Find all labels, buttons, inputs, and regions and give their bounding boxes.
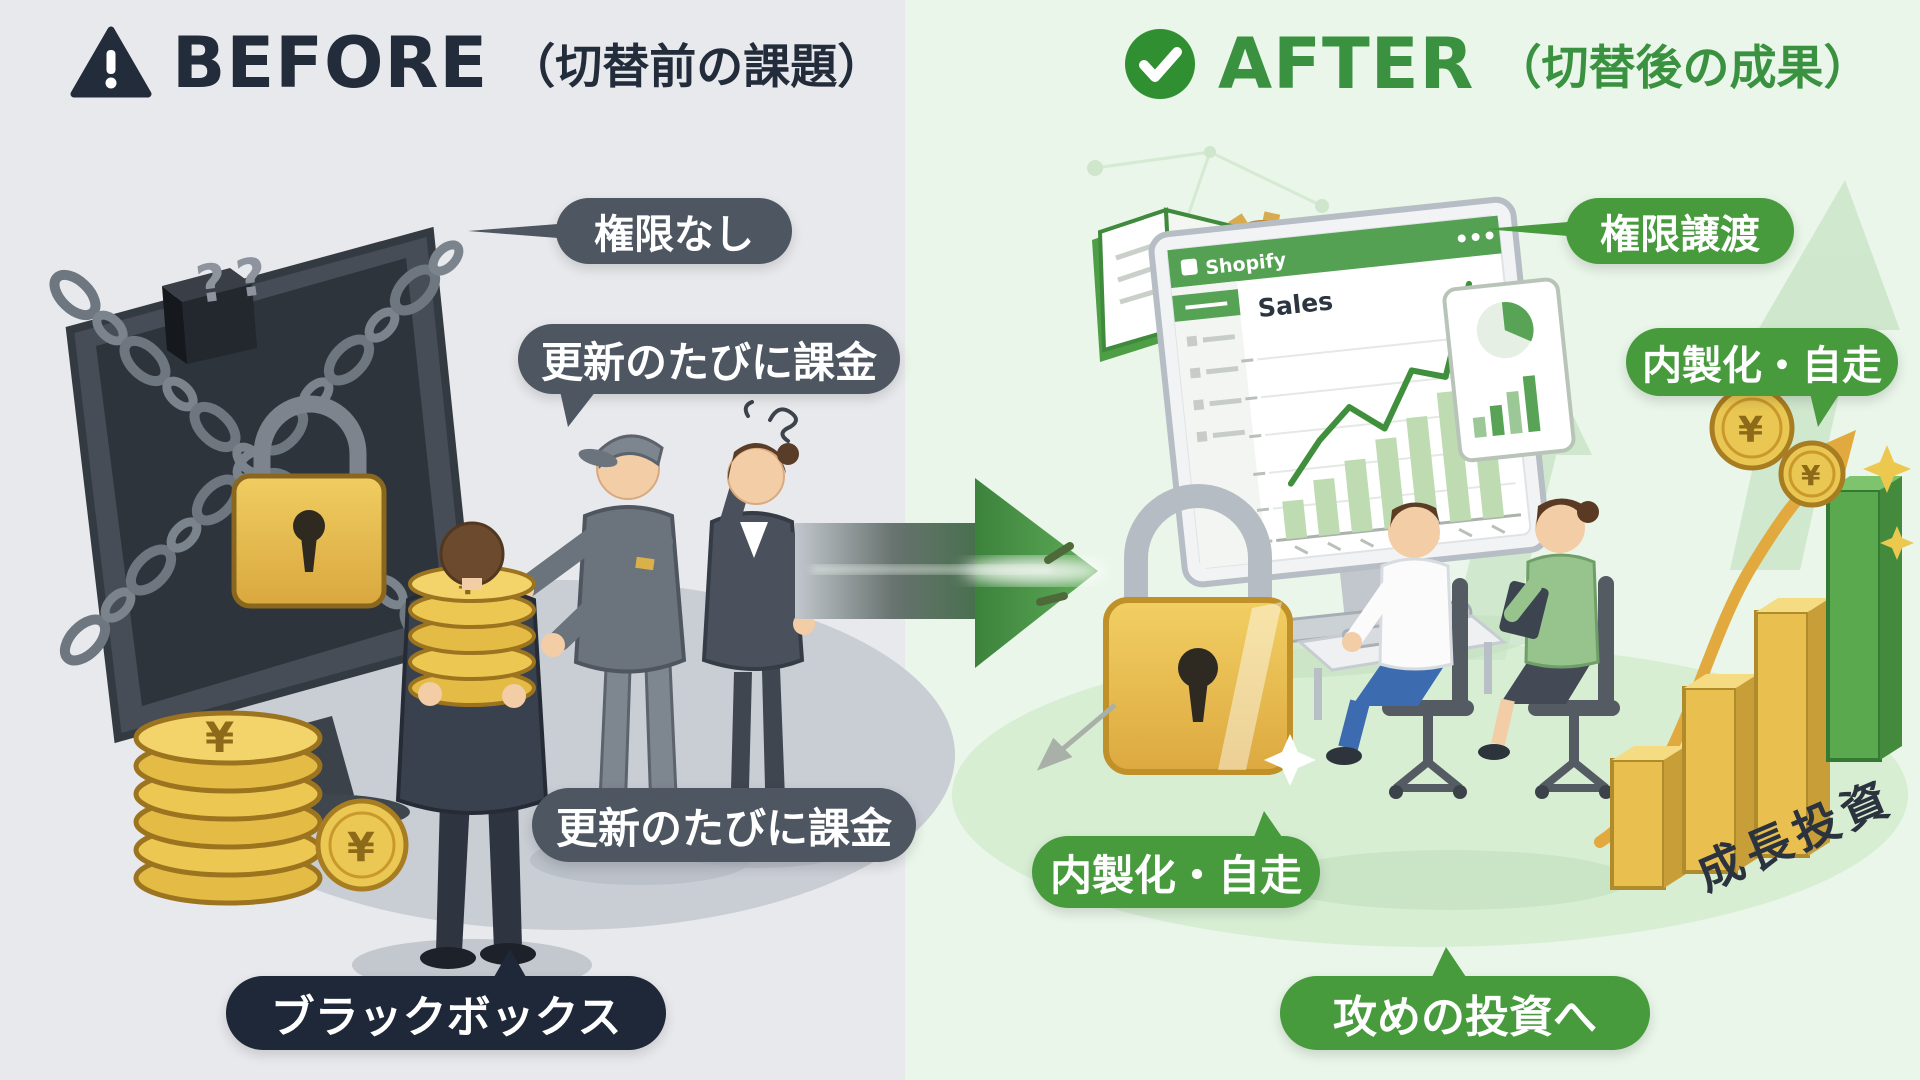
warning-icon: [70, 26, 152, 98]
label-black-box: ブラックボックス: [226, 948, 666, 1050]
yen-symbol: ¥: [347, 825, 375, 871]
after-title-row: AFTER （切替後の成果）: [1122, 26, 1870, 102]
sparkle-icon: [1863, 445, 1911, 493]
sparkle-icon: [1264, 734, 1316, 786]
label-no-permission: 権限なし: [468, 198, 792, 264]
label-billed-every-update-bottom: 更新のたびに課金: [532, 788, 916, 862]
label-in-house-right: 内製化・自走: [1626, 328, 1898, 428]
seated-man: [1326, 502, 1474, 799]
black-box-cube: [162, 268, 257, 364]
question-marks: ??: [192, 245, 280, 316]
gold-bar-1: [1610, 746, 1686, 890]
gold-bar-3: [1754, 598, 1830, 858]
label-authority-transfer: 権限譲渡: [1484, 198, 1794, 264]
analytics-card: [1442, 277, 1576, 463]
coin-standing: [315, 798, 409, 892]
before-title-row: BEFORE （切替前の課題）: [70, 26, 884, 100]
frustration-scribble-icon: [743, 400, 798, 443]
seated-woman: [1478, 498, 1620, 799]
before-title: BEFORE: [172, 22, 489, 104]
gold-bar-2: [1682, 674, 1758, 874]
yen-symbol: ¥: [205, 713, 234, 762]
coin-stack-large: [133, 710, 323, 906]
team-working: [1270, 498, 1630, 910]
label-billed-every-update-top: 更新のたびに課金: [518, 324, 900, 428]
before-subtitle: （切替前の課題）: [508, 39, 885, 95]
coin-stack-carried: [408, 565, 536, 707]
yen-symbol: ¥: [1738, 410, 1763, 451]
transition-arrow: [795, 478, 1107, 668]
after-title: AFTER: [1218, 23, 1475, 105]
after-subtitle: （切替後の成果）: [1494, 40, 1871, 96]
locked-padlock-icon: [231, 395, 387, 609]
gold-padlock-icon: [1036, 484, 1316, 786]
green-bar: [1826, 476, 1902, 762]
label-in-house-left: 内製化・自走: [1032, 810, 1320, 908]
growth-bar-chart: ¥ ¥: [1594, 385, 1914, 890]
label-offensive-investment: 攻めの投資へ: [1280, 946, 1650, 1050]
yen-symbol: ¥: [1801, 459, 1821, 492]
check-icon: [1125, 29, 1195, 99]
sparkle-icon: [1880, 526, 1914, 560]
pie-chart-icon: [1501, 302, 1534, 342]
sales-trend-line: [1287, 280, 1473, 487]
